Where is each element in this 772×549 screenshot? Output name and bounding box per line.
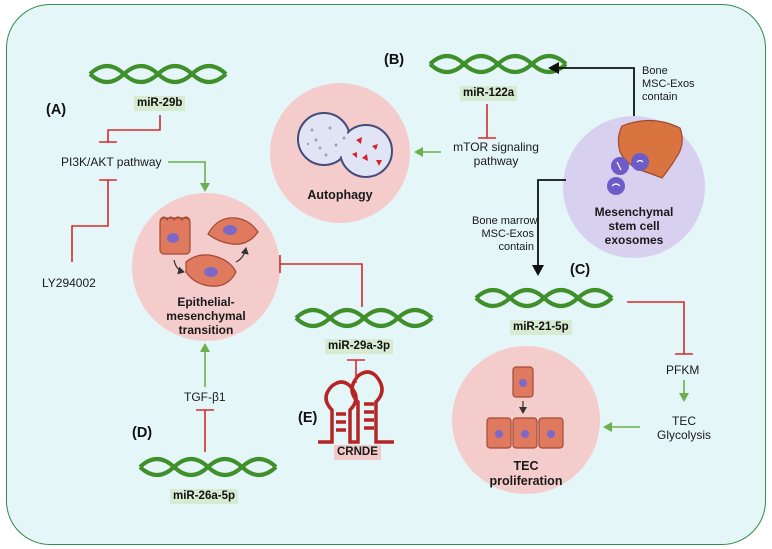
ly294002-label: LY294002: [42, 276, 96, 290]
panel-label-e: (E): [298, 410, 318, 426]
panel-label-b: (B): [384, 52, 405, 68]
mir26a-helix-icon: [138, 457, 278, 477]
activation-arrows: [168, 147, 689, 432]
pfkm-label: PFKM: [666, 363, 700, 377]
mir29a-helix-icon: [294, 308, 434, 328]
mesenchymal-cell-icon: [207, 217, 259, 245]
panel-label-c: (C): [570, 262, 591, 278]
autophagy-label: Autophagy: [307, 188, 373, 202]
mir29b-label: miR-29b: [134, 96, 186, 111]
panel-label-d: (D): [132, 425, 153, 441]
mir122a-label: miR-122a: [460, 86, 518, 101]
crnde-label: CRNDE: [334, 445, 381, 460]
mir21-helix-icon: [474, 288, 614, 308]
mir29b-helix-icon: [88, 64, 228, 84]
pi3k-akt-label: PI3K/AKT pathway: [61, 155, 162, 169]
transitioning-cell-icon: [185, 254, 237, 287]
mir21-label: miR-21-5p: [510, 320, 572, 335]
panel-label-a: (A): [46, 102, 67, 118]
mir29a-label: miR-29a-3p: [325, 339, 393, 354]
mir26a-label: miR-26a-5p: [170, 489, 238, 504]
inhibition-lines: [71, 104, 693, 452]
crnde-hairpin-icon: [318, 370, 394, 444]
msc-arrows: [532, 62, 635, 276]
mir122a-helix-icon: [428, 54, 568, 74]
epithelial-cell-icon: [159, 216, 191, 255]
exosome-icons: [607, 153, 649, 195]
tgf-beta1-label: TGF-β1: [184, 390, 226, 404]
autophagosome-icon: [297, 112, 393, 178]
tec-cell-icons: [486, 366, 564, 449]
